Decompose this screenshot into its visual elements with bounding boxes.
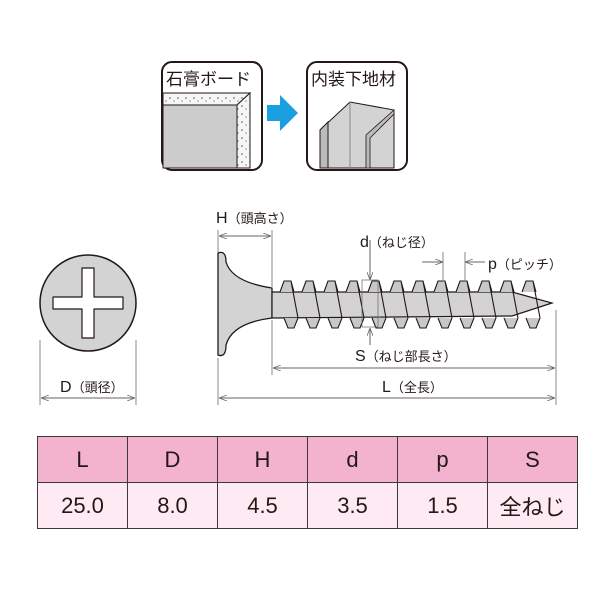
- label-head-diameter: D（頭径）: [60, 377, 124, 397]
- thread-crest: [411, 280, 431, 329]
- thread-crest: [367, 280, 387, 329]
- thread-crest: [301, 280, 321, 329]
- thread-crest: [455, 280, 475, 329]
- value-p: 1.5: [397, 482, 488, 529]
- spec-table: L D H d p S 25.0 8.0 4.5 3.5 1.5 全ねじ: [37, 436, 578, 529]
- gypsum-board-panel: [161, 61, 263, 171]
- label-thread-diameter: d（ねじ径）: [360, 232, 434, 252]
- label-thread-length: S（ねじ部長さ）: [355, 346, 457, 366]
- arrow-icon: [267, 95, 298, 131]
- value-D: 8.0: [127, 482, 218, 529]
- symbol: H: [216, 210, 228, 227]
- symbol: p: [488, 256, 497, 273]
- symbol: D: [60, 379, 72, 396]
- label-head-height: H（頭高さ）: [216, 208, 293, 228]
- gypsum-board-label: 石膏ボード: [166, 70, 251, 89]
- description: （ねじ部長さ）: [365, 349, 457, 364]
- header-H: H: [217, 436, 308, 483]
- label-total-length: L（全長）: [382, 377, 443, 397]
- thread-crest: [521, 280, 541, 329]
- symbol: L: [382, 379, 391, 396]
- thread-crest: [433, 280, 453, 329]
- header-p: p: [397, 436, 488, 483]
- thread-crest: [279, 280, 299, 329]
- symbol: S: [355, 348, 366, 365]
- description: （頭高さ）: [227, 211, 293, 226]
- screw-head-top-view: [39, 254, 137, 405]
- description: （頭径）: [71, 380, 124, 395]
- screw-side-view: [217, 230, 557, 405]
- label-pitch: p（ピッチ）: [488, 254, 562, 274]
- description: （全長）: [390, 380, 443, 395]
- header-L: L: [37, 436, 128, 483]
- value-d: 3.5: [307, 482, 398, 529]
- thread-crest: [477, 280, 497, 329]
- stud-panel: [306, 61, 408, 171]
- table-header-row: L D H d p S: [37, 436, 578, 483]
- value-S: 全ねじ: [487, 482, 578, 529]
- header-D: D: [127, 436, 218, 483]
- header-d: d: [307, 436, 398, 483]
- description: （ピッチ）: [496, 257, 562, 272]
- value-L: 25.0: [37, 482, 128, 529]
- table-row: 25.0 8.0 4.5 3.5 1.5 全ねじ: [37, 482, 578, 529]
- thread-crest: [389, 280, 409, 329]
- header-S: S: [487, 436, 578, 483]
- thread-crest: [323, 280, 343, 329]
- symbol: d: [360, 234, 369, 251]
- thread-crest: [499, 280, 519, 329]
- stud-label: 内装下地材: [311, 70, 396, 89]
- description: （ねじ径）: [368, 235, 434, 250]
- value-H: 4.5: [217, 482, 308, 529]
